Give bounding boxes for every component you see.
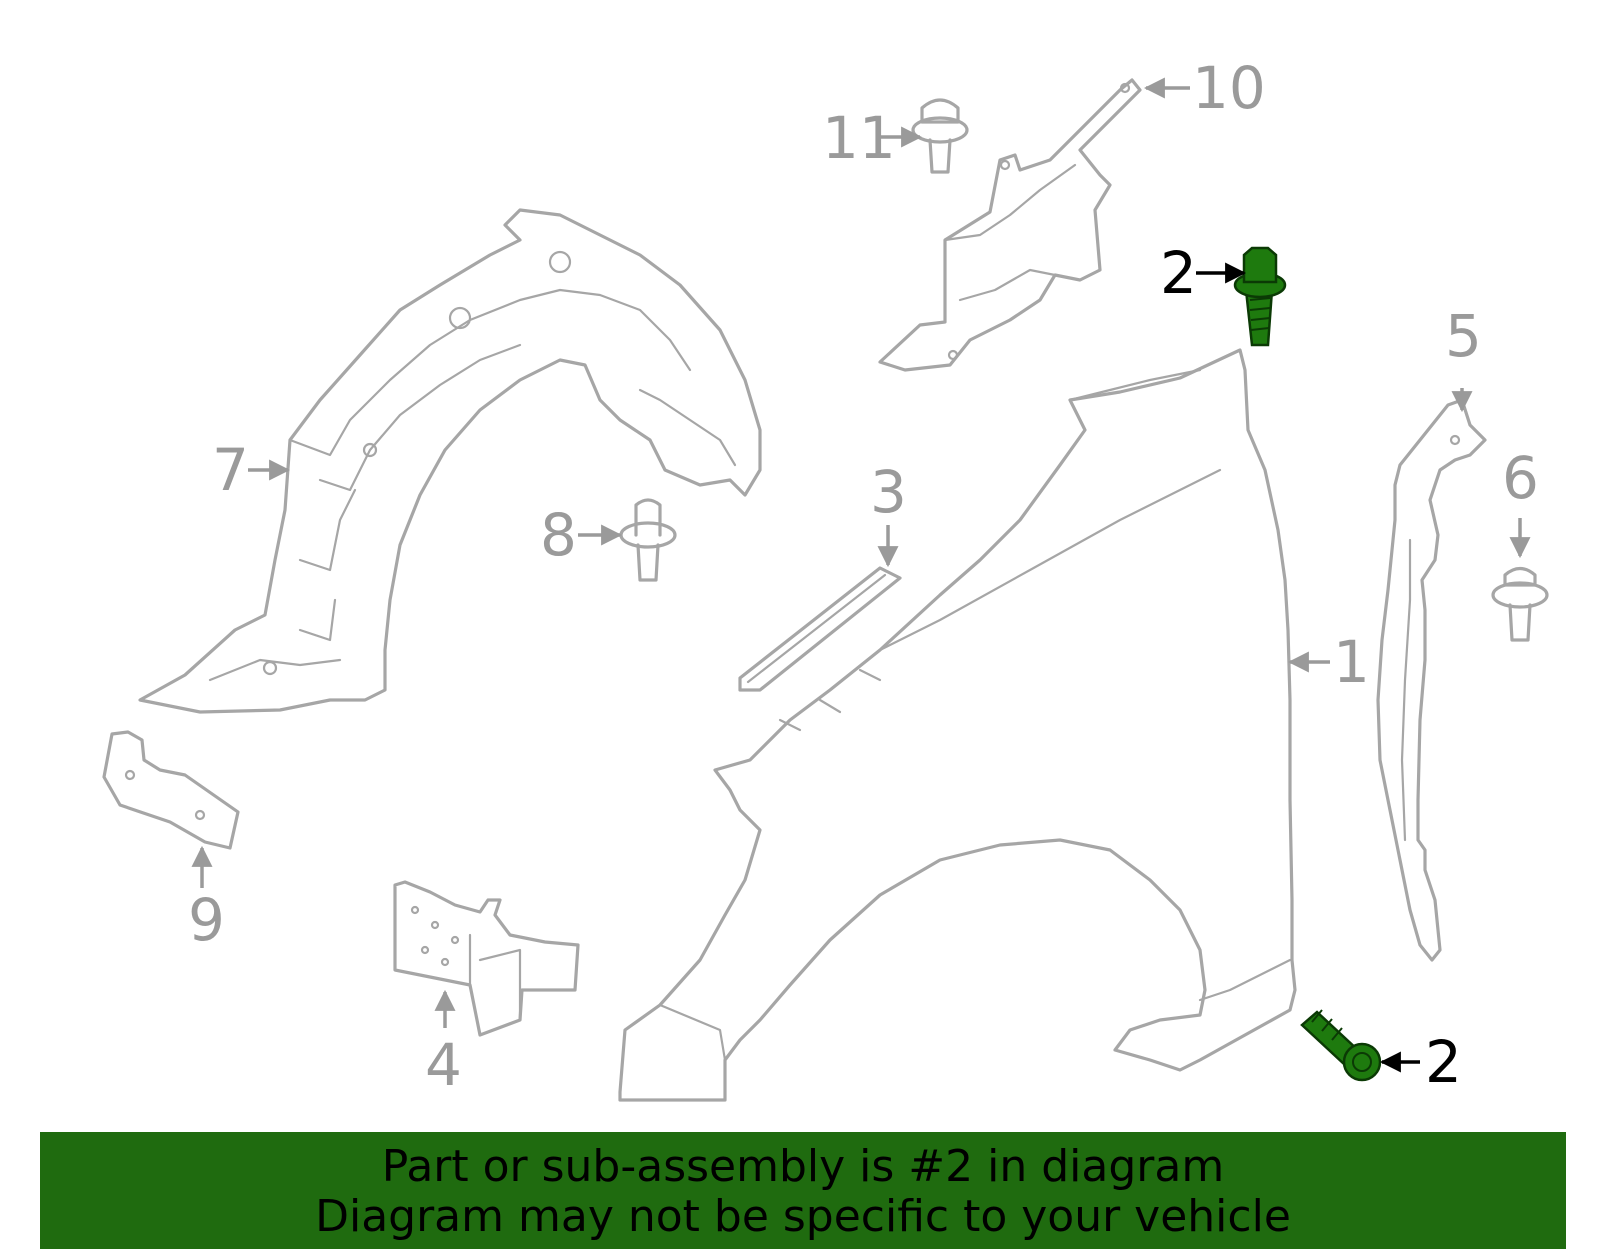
callout-arrows <box>191 77 1531 1073</box>
callout-1: 1 <box>1333 628 1370 696</box>
part-5-seal <box>1376 398 1487 962</box>
parts-diagram: 1 2 2 3 4 5 6 7 8 9 10 11 <box>102 54 1549 1102</box>
banner-line-2: Diagram may not be specific to your vehi… <box>315 1191 1291 1242</box>
part-6-clip <box>1491 566 1549 642</box>
banner-line-1: Part or sub-assembly is #2 in diagram <box>381 1141 1225 1192</box>
callout-6: 6 <box>1502 444 1539 512</box>
callout-7: 7 <box>212 436 249 504</box>
callout-2-lower: 2 <box>1425 1028 1462 1096</box>
callout-11: 11 <box>822 104 896 172</box>
info-banner: Part or sub-assembly is #2 in diagram Di… <box>40 1132 1566 1249</box>
callout-5: 5 <box>1445 302 1482 370</box>
callout-9: 9 <box>188 886 225 954</box>
part-1-fender <box>618 348 1297 1102</box>
callout-labels: 1 2 2 3 4 5 6 7 8 9 10 11 <box>188 54 1539 1099</box>
callout-4: 4 <box>425 1031 462 1099</box>
callout-2-upper: 2 <box>1160 239 1197 307</box>
part-2-bolt-lower <box>1300 1009 1382 1082</box>
part-11-clip <box>911 98 969 174</box>
part-2-bolt-upper <box>1233 246 1287 347</box>
part-3-strip <box>738 566 902 692</box>
callout-10: 10 <box>1192 54 1266 122</box>
part-4-bracket <box>393 880 580 1037</box>
callout-8: 8 <box>540 501 577 569</box>
part-10-shield <box>878 78 1142 372</box>
part-9-bracket <box>102 730 240 850</box>
part-7-fender-liner <box>138 208 762 714</box>
callout-3: 3 <box>870 458 907 526</box>
part-8-clip <box>619 498 677 582</box>
